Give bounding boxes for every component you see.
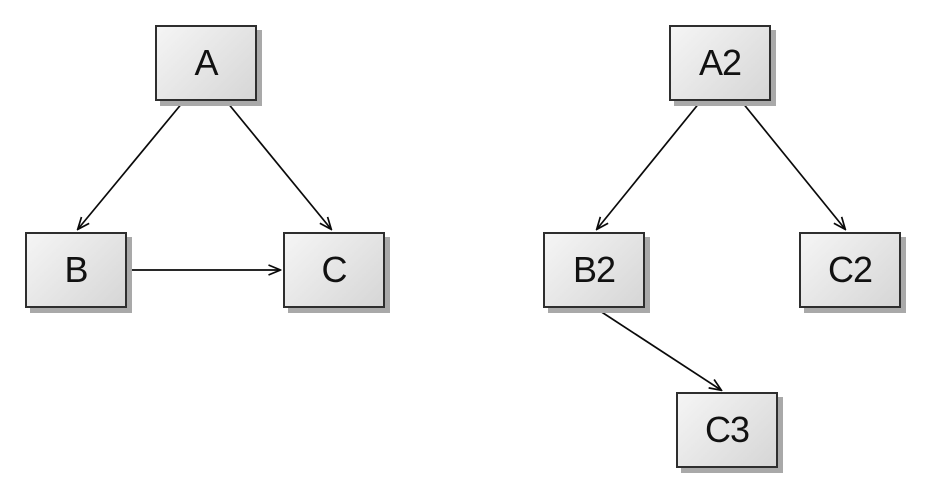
node-c2-label: C2	[827, 249, 873, 290]
node-c2[interactable]: C2	[799, 232, 901, 308]
node-c3-label: C3	[704, 409, 750, 450]
node-c-label: C	[321, 249, 348, 290]
edge-a2-c2[interactable]	[741, 101, 845, 229]
node-b2[interactable]: B2	[543, 232, 645, 308]
node-a2[interactable]: A2	[669, 25, 771, 101]
node-c3[interactable]: C3	[676, 392, 778, 468]
node-b-label: B	[64, 249, 88, 290]
node-a[interactable]: A	[155, 25, 257, 101]
edge-a-c[interactable]	[226, 101, 331, 229]
node-b[interactable]: B	[25, 232, 127, 308]
edge-a-b[interactable]	[78, 101, 184, 229]
node-b2-label: B2	[572, 249, 616, 290]
node-a-label: A	[194, 42, 218, 83]
edge-b2-c3[interactable]	[596, 308, 721, 390]
edge-a2-b2[interactable]	[597, 101, 701, 229]
node-c[interactable]: C	[283, 232, 385, 308]
node-a2-label: A2	[698, 42, 742, 83]
